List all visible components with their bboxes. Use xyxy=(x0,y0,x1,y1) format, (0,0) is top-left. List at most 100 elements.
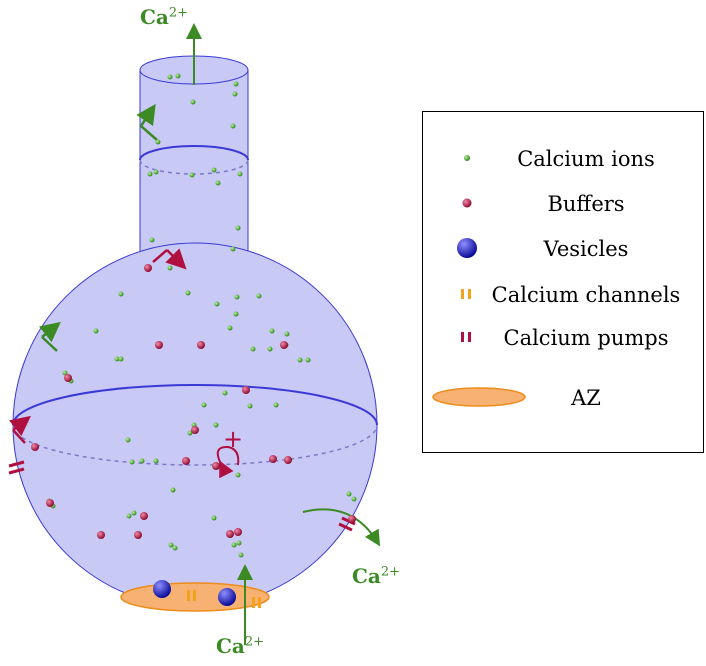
calcium-ion xyxy=(227,325,233,331)
buffer xyxy=(280,341,288,349)
calcium-ion xyxy=(230,246,236,252)
buffer xyxy=(348,515,356,523)
calcium-ion xyxy=(215,180,221,186)
calcium-channel xyxy=(252,597,255,608)
calcium-ion xyxy=(147,171,153,177)
calcium-ion xyxy=(118,291,124,297)
calcium-channel xyxy=(193,590,196,601)
buffer xyxy=(284,456,292,464)
calcium-ion xyxy=(351,496,357,502)
buffer xyxy=(191,426,199,434)
calcium-ion xyxy=(126,513,132,519)
calcium-ion xyxy=(118,356,124,362)
calcium-ion xyxy=(237,171,243,177)
legend-label: Calcium pumps xyxy=(503,326,669,350)
buffer xyxy=(155,341,163,349)
vesicle-icon xyxy=(457,238,477,258)
calcium-pump xyxy=(8,460,25,475)
calcium-ion xyxy=(305,357,311,363)
reflection-arrow xyxy=(152,248,187,270)
buffer xyxy=(269,455,277,463)
vesicle xyxy=(153,580,171,598)
calcium-ion xyxy=(170,487,176,493)
calcium-label-base: Ca xyxy=(216,634,245,658)
calcium-ion xyxy=(129,459,135,465)
calcium-ion xyxy=(235,472,241,478)
reflection-arrow xyxy=(39,321,61,352)
calcium-ion xyxy=(267,346,273,352)
buffer xyxy=(242,386,250,394)
buffer xyxy=(134,531,142,539)
calcium-ion xyxy=(190,99,196,105)
calcium-pump xyxy=(338,516,356,532)
buffer xyxy=(144,264,152,272)
buffer xyxy=(212,462,220,470)
legend-label: Calcium ions xyxy=(517,147,655,171)
calcium-ion xyxy=(139,458,145,464)
calcium-label-base: Ca xyxy=(352,564,381,588)
legend-item-calcium-pumps: Calcium pumps xyxy=(423,318,703,358)
calcium-ion xyxy=(62,370,68,376)
legend-item-vesicles: Vesicles xyxy=(423,229,703,269)
legend-label: AZ xyxy=(571,386,601,410)
calcium-ion xyxy=(211,167,217,173)
legend-item-calcium-ions: Calcium ions xyxy=(423,139,703,179)
calcium-pump-icon xyxy=(461,332,471,342)
buffer xyxy=(197,341,205,349)
calcium-ion xyxy=(238,552,244,558)
buffer xyxy=(140,512,148,520)
calcium-ion xyxy=(233,311,239,317)
calcium-channel-icon xyxy=(461,289,471,299)
calcium-ion xyxy=(284,331,290,337)
particles xyxy=(31,73,357,558)
flask-neck xyxy=(139,55,249,271)
calcium-ion xyxy=(236,540,242,546)
calcium-ion xyxy=(167,265,173,271)
calcium-pump-arrow xyxy=(302,508,381,547)
calcium-ion xyxy=(149,237,155,243)
legend-item-calcium-channels: Calcium channels xyxy=(423,275,703,315)
calcium-ion xyxy=(131,510,137,516)
calcium-ion xyxy=(256,293,262,299)
legend-item-buffers: Buffers xyxy=(423,184,703,224)
calcium-channel xyxy=(187,590,190,601)
calcium-ion xyxy=(168,542,174,548)
calcium-ion xyxy=(250,346,256,352)
calcium-ion xyxy=(187,430,193,436)
calcium-ion xyxy=(189,172,195,178)
calcium-label-top: Ca2+ xyxy=(140,5,188,29)
calcium-ion xyxy=(222,390,228,396)
calcium-ion xyxy=(155,139,161,145)
calcium-ion xyxy=(153,169,159,175)
buffer xyxy=(31,443,39,451)
calcium-ion xyxy=(211,515,217,521)
calcium-ion xyxy=(167,74,173,80)
rotation-sign: + xyxy=(223,425,243,453)
calcium-ion xyxy=(230,123,236,129)
active-zone-icon xyxy=(432,387,526,407)
legend-item-az: AZ xyxy=(423,378,703,418)
calcium-ion xyxy=(297,357,303,363)
calcium-ion xyxy=(214,301,220,307)
calcium-ion xyxy=(175,73,181,79)
calcium-ion xyxy=(346,491,352,497)
calcium-channel xyxy=(258,597,261,608)
calcium-label-right: Ca2+ xyxy=(352,564,400,588)
calcium-label-charge: 2+ xyxy=(168,5,189,21)
calcium-ion xyxy=(269,328,275,334)
calcium-label-bottom: Ca2+ xyxy=(216,634,264,658)
buffer xyxy=(64,374,72,382)
rotation-arrow xyxy=(216,445,240,479)
calcium-ion-icon xyxy=(464,155,470,161)
calcium-ion xyxy=(273,402,279,408)
calcium-label-charge: 2+ xyxy=(244,634,265,650)
calcium-label-base: Ca xyxy=(140,5,169,29)
calcium-ion xyxy=(232,91,238,97)
calcium-ion xyxy=(114,356,120,362)
buffer xyxy=(182,457,190,465)
buffer xyxy=(97,531,105,539)
calcium-ion xyxy=(234,294,240,300)
legend: Calcium ions Buffers Vesicles Calcium ch… xyxy=(422,111,704,453)
reflection-arrow xyxy=(136,103,158,141)
